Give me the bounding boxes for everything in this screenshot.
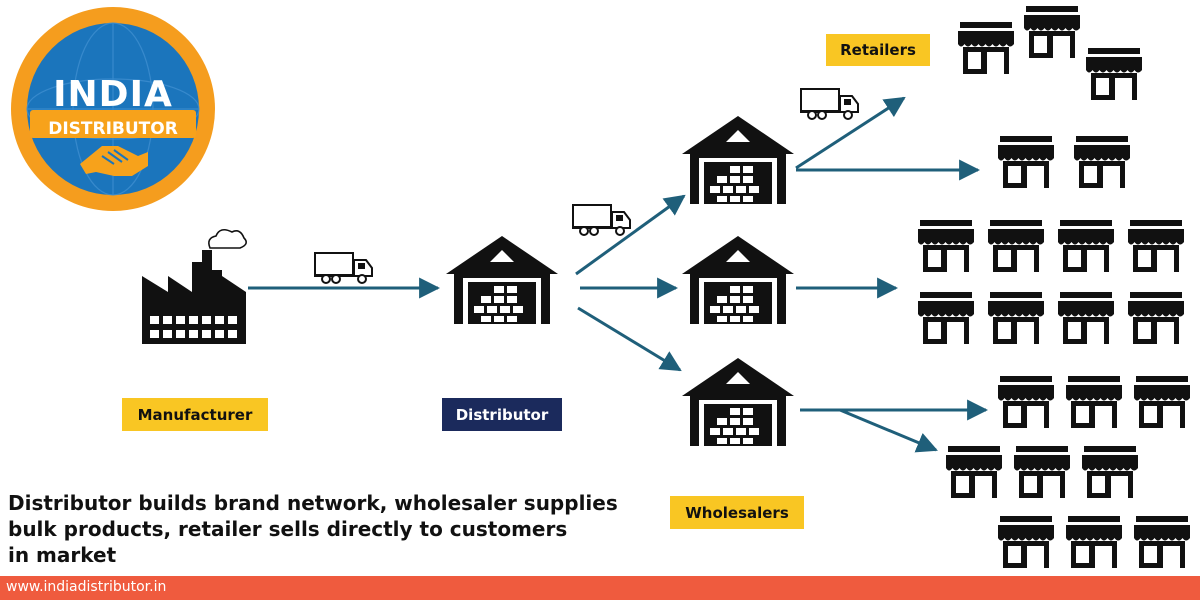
caption-line: in market bbox=[8, 543, 117, 567]
store-icon bbox=[1082, 446, 1138, 498]
logo-ribbon bbox=[30, 110, 196, 138]
store-icon bbox=[998, 136, 1054, 188]
factory-icon bbox=[142, 228, 248, 344]
store-icon bbox=[1058, 220, 1114, 272]
store-icon bbox=[1128, 220, 1184, 272]
store-icon bbox=[1014, 446, 1070, 498]
retailer-stores bbox=[918, 6, 1190, 568]
store-icon bbox=[918, 220, 974, 272]
footer-bar: www.indiadistributor.in bbox=[0, 576, 1200, 600]
store-icon bbox=[1128, 292, 1184, 344]
store-icon bbox=[1086, 48, 1142, 100]
store-icon bbox=[988, 220, 1044, 272]
store-icon bbox=[998, 376, 1054, 428]
truck-icon bbox=[313, 252, 373, 284]
warehouse-icon bbox=[682, 236, 794, 324]
flow-arrows bbox=[248, 96, 989, 453]
store-icon bbox=[1066, 376, 1122, 428]
store-icon bbox=[1134, 376, 1190, 428]
retailers-label: Retailers bbox=[826, 34, 930, 66]
warehouse-icon bbox=[682, 358, 794, 446]
store-icon bbox=[1134, 516, 1190, 568]
logo-title: INDIA bbox=[53, 74, 173, 115]
store-icon bbox=[1074, 136, 1130, 188]
manufacturer-label: Manufacturer bbox=[122, 398, 268, 431]
footer-url-link[interactable]: www.indiadistributor.in bbox=[6, 579, 167, 595]
distributor-label: Distributor bbox=[442, 398, 562, 431]
arrow-wholesaler-3-retailers-b bbox=[839, 408, 938, 453]
caption-line: Distributor builds brand network, wholes… bbox=[8, 491, 618, 515]
arrow-distributor-wholesaler-1 bbox=[575, 194, 686, 276]
truck-icon bbox=[571, 204, 631, 236]
store-icon bbox=[958, 22, 1014, 74]
india-distributor-logo: INDIA DISTRIBUTOR bbox=[10, 6, 216, 212]
store-icon bbox=[1066, 516, 1122, 568]
store-icon bbox=[946, 446, 1002, 498]
store-icon bbox=[918, 292, 974, 344]
store-icon bbox=[1058, 292, 1114, 344]
store-icon bbox=[998, 516, 1054, 568]
store-icon bbox=[988, 292, 1044, 344]
logo-subtitle: DISTRIBUTOR bbox=[48, 119, 178, 139]
arrow-wholesaler-1-retailers-a bbox=[795, 96, 906, 170]
warehouse-icon bbox=[446, 236, 558, 324]
store-icon bbox=[1024, 6, 1080, 58]
caption: Distributor builds brand network, wholes… bbox=[8, 490, 688, 568]
warehouse-icon bbox=[682, 116, 794, 204]
arrow-distributor-wholesaler-3 bbox=[577, 306, 682, 372]
truck-icon bbox=[799, 88, 859, 120]
caption-line: bulk products, retailer sells directly t… bbox=[8, 517, 568, 541]
wholesalers-label: Wholesalers bbox=[670, 496, 804, 529]
handshake-icon bbox=[80, 146, 148, 176]
